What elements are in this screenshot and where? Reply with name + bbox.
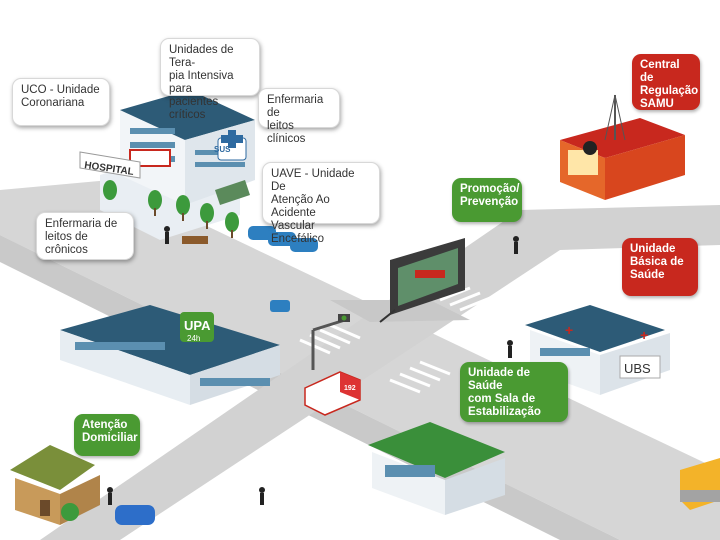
small-car (270, 300, 290, 312)
enfermaria-clinicos-label: Enfermaria de leitos clínicos (267, 94, 331, 146)
ambulance-number: 192 (344, 385, 356, 392)
bubble-promocao: Promoção/ Prevenção (452, 178, 522, 222)
bubble-uti: Unidades de Tera- pia Intensiva para pac… (160, 38, 260, 96)
sus-badge: SUS (214, 145, 231, 154)
ubs-sign: UBS (624, 361, 651, 376)
enfermaria-cronicos-label: Enfermaria de leitos de crônicos (45, 218, 125, 257)
bubble-unidade-basica: Unidade Básica de Saúde (622, 238, 698, 296)
uti-label: Unidades de Tera- pia Intensiva para pac… (169, 44, 251, 122)
unidade-basica-label: Unidade Básica de Saúde (630, 243, 690, 282)
bubble-atencao-domiciliar: Atenção Domiciliar (74, 414, 140, 456)
svg-text:+: + (640, 327, 648, 343)
bubble-central-regulacao: Central de Regulação SAMU (632, 54, 700, 110)
bubble-enfermaria-clinicos: Enfermaria de leitos clínicos (258, 88, 340, 128)
upa-hours: 24h (187, 334, 200, 343)
blue-car (115, 505, 155, 525)
bench (182, 236, 208, 244)
bubble-uco: UCO - Unidade Coronariana (12, 78, 110, 126)
pedestrian (259, 487, 265, 505)
bubble-unidade-saude: Unidade de Saúde com Sala de Estabilizaç… (460, 362, 568, 422)
pedestrian (507, 340, 513, 358)
bubble-enfermaria-cronicos: Enfermaria de leitos de crônicos (36, 212, 134, 260)
uave-label: UAVE - Unidade De Atenção Ao Acidente Va… (271, 168, 371, 246)
bubble-uave: UAVE - Unidade De Atenção Ao Acidente Va… (262, 162, 380, 224)
upa-logo: UPA (184, 318, 211, 333)
svg-text:+: + (565, 322, 573, 338)
atencao-domiciliar-label: Atenção Domiciliar (82, 419, 132, 445)
promocao-label: Promoção/ Prevenção (460, 183, 514, 209)
uco-label: UCO - Unidade Coronariana (21, 84, 101, 110)
central-regulacao-label: Central de Regulação SAMU (640, 59, 692, 111)
unidade-saude-label: Unidade de Saúde com Sala de Estabilizaç… (468, 367, 560, 419)
